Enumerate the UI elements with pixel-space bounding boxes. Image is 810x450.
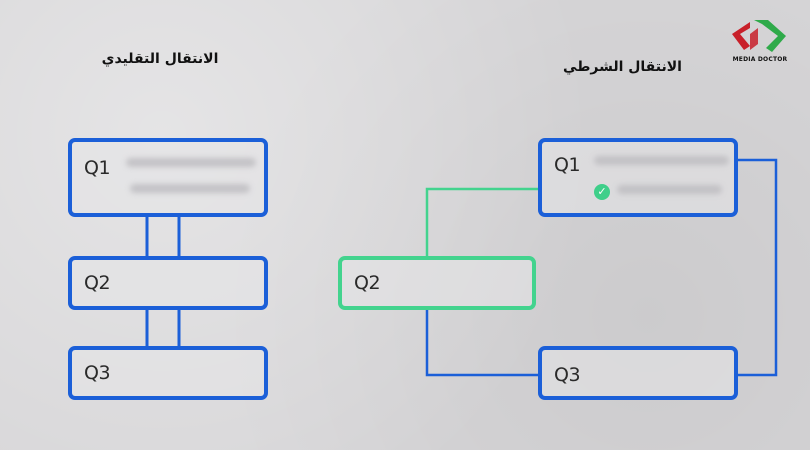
- right-q3-box: Q3: [538, 346, 738, 400]
- traditional-transition-title: الانتقال التقليدي: [101, 51, 219, 67]
- left-q2-label: Q2: [84, 272, 111, 294]
- right-q2-box: Q2: [338, 256, 536, 310]
- right-q1-label: Q1: [554, 154, 581, 176]
- conditional-transition-title: الانتقال الشرطي: [563, 59, 682, 75]
- right-connector-q1-q2: [425, 187, 541, 258]
- left-q3-label: Q3: [84, 362, 111, 384]
- right-q2-label: Q2: [354, 272, 381, 294]
- right-q1-blurred-text: [594, 156, 729, 165]
- left-q1-label: Q1: [84, 157, 111, 179]
- media-doctor-logo: [732, 20, 786, 52]
- left-q1-blurred-text: [126, 158, 256, 167]
- right-q1-box: Q1 ✓: [538, 138, 738, 217]
- right-connector-q2-q3: [425, 308, 541, 377]
- left-q1-box: Q1: [68, 138, 268, 217]
- logo-text: MEDIA DOCTOR: [732, 56, 788, 63]
- right-q1-blurred-text-2: [617, 185, 722, 194]
- right-q3-label: Q3: [554, 364, 581, 386]
- left-q3-box: Q3: [68, 346, 268, 400]
- right-connector-q1-q3: [736, 158, 778, 377]
- check-icon: ✓: [594, 184, 610, 200]
- left-q1-blurred-text-2: [130, 184, 250, 193]
- left-q2-box: Q2: [68, 256, 268, 310]
